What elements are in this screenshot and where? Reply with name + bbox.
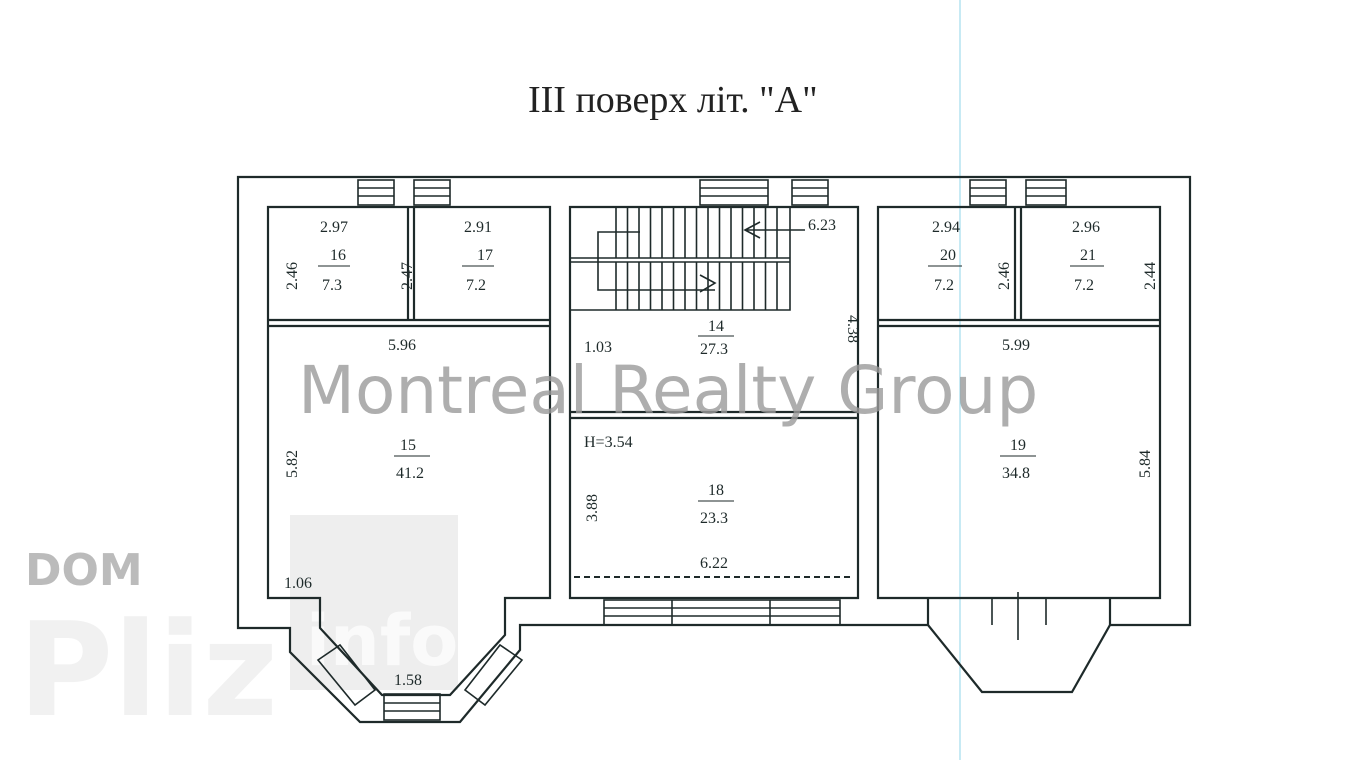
room-17-number: 17 — [477, 247, 493, 264]
room-16-width: 2.97 — [320, 219, 348, 236]
room-17-depth: 2.47 — [399, 262, 416, 290]
room-20-depth: 2.46 — [996, 262, 1013, 290]
room-16-depth: 2.46 — [284, 262, 301, 290]
room-20-number: 20 — [940, 247, 956, 264]
room-19-number: 19 — [1010, 437, 1026, 454]
room-17-width: 2.91 — [464, 219, 492, 236]
room-15-bay-front: 1.58 — [394, 672, 422, 689]
room-19-area: 34.8 — [1002, 465, 1030, 482]
arrow-right-icon — [699, 274, 717, 293]
stair-treads — [615, 207, 778, 310]
room-21-area: 7.2 — [1074, 277, 1094, 294]
room-14-area: 27.3 — [700, 341, 728, 358]
room-19-depth: 5.84 — [1137, 450, 1154, 478]
room-14-depth: 4.38 — [844, 315, 861, 343]
arrow-left-icon — [743, 221, 805, 239]
room-labels: 2.97 16 7.3 2.46 2.91 17 7.2 2.47 6.23 4… — [284, 217, 1159, 689]
room-18-area: 23.3 — [700, 510, 728, 527]
windows — [316, 179, 1067, 721]
room-17-area: 7.2 — [466, 277, 486, 294]
room-15-number: 15 — [400, 437, 416, 454]
room-18-height: H=3.54 — [584, 434, 633, 451]
room-14-number: 14 — [708, 318, 724, 335]
room-14-width: 6.23 — [808, 217, 836, 234]
staircase — [570, 207, 805, 311]
logo-main: Pliz — [18, 594, 278, 746]
logo-suffix: info — [306, 600, 458, 682]
room-14-door-width: 1.03 — [584, 339, 612, 356]
room-18-number: 18 — [708, 482, 724, 499]
watermark: Montreal Realty Group — [298, 352, 1038, 429]
room-18-depth: 3.88 — [584, 494, 601, 522]
page-title: III поверх літ. "A" — [528, 79, 818, 121]
room-20-area: 7.2 — [934, 277, 954, 294]
dompliz-logo: DOM Pliz info — [18, 515, 458, 746]
room-15-depth: 5.82 — [284, 450, 301, 478]
inner-walls — [266, 205, 1162, 697]
room-15-area: 41.2 — [396, 465, 424, 482]
room-20-width: 2.94 — [932, 219, 960, 236]
logo-top: DOM — [25, 545, 143, 596]
room-21-depth: 2.44 — [1142, 262, 1159, 290]
room-15-bay-side: 1.06 — [284, 575, 312, 592]
outer-wall — [236, 175, 1192, 724]
room-15-width: 5.96 — [388, 337, 416, 354]
room-16-number: 16 — [330, 247, 346, 264]
room-21-number: 21 — [1080, 247, 1096, 264]
room-19-width: 5.99 — [1002, 337, 1030, 354]
room-16-area: 7.3 — [322, 277, 342, 294]
stair-direction-line — [597, 231, 715, 291]
room-18-width: 6.22 — [700, 555, 728, 572]
room-21-width: 2.96 — [1072, 219, 1100, 236]
